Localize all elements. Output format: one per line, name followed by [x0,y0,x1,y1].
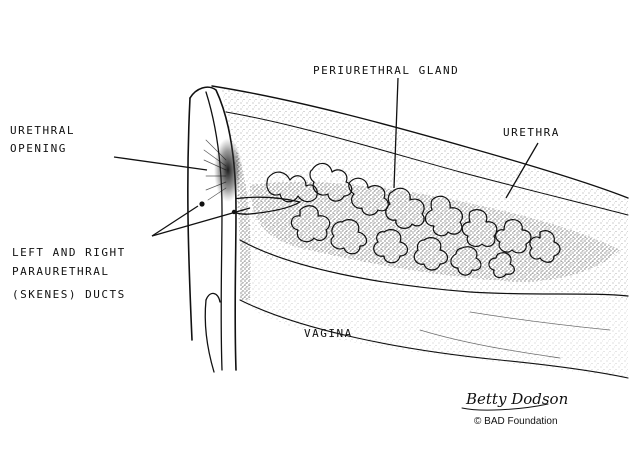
artist-signature: Betty Dodson [465,390,568,408]
leader-right-duct [151,207,251,237]
label-vagina: VAGINA [304,327,353,340]
duct-opening [199,201,205,207]
leader-urethra [505,142,539,199]
label-periurethral-gland: PERIURETHRAL GLAND [313,64,459,77]
label-urethra: URETHRA [503,126,560,139]
label-ducts-line3: (SKENES) DUCTS [12,288,126,301]
leader-lines [113,77,539,237]
signature-underline [461,403,549,411]
leader-urethral-opening [113,156,208,171]
signature-block: Betty Dodson © BAD Foundation [461,390,568,427]
leader-periurethral-gland [393,77,399,189]
periurethral-gland [250,162,620,282]
urethral-opening-shading [214,138,242,202]
label-ducts-line1: LEFT AND RIGHT [12,246,126,259]
copyright-notice: © BAD Foundation [474,416,558,427]
label-urethral-opening-line2: OPENING [10,142,67,155]
vaginal-wall [239,240,629,379]
label-ducts-line2: PARAURETHRAL [12,265,109,278]
vulva-front [187,86,251,373]
labels: URETHRAL OPENING PERIURETHRAL GLAND URET… [10,64,560,340]
label-urethral-opening-line1: URETHRAL [10,124,75,137]
leader-left-duct [151,205,199,237]
